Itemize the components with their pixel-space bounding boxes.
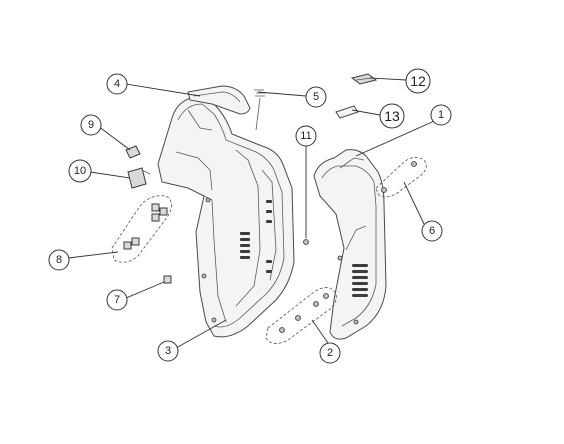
leader-lines	[67, 77, 442, 349]
svg-text:13: 13	[384, 108, 400, 124]
leader-8	[67, 251, 119, 259]
leader-5	[257, 91, 307, 97]
leader-10	[89, 171, 131, 179]
svg-text:2: 2	[327, 347, 333, 359]
callout-4: 4	[106, 73, 128, 95]
svg-text:5: 5	[313, 91, 319, 103]
svg-text:9: 9	[88, 119, 94, 131]
clip-part-7	[163, 275, 172, 284]
leader-12	[369, 77, 407, 81]
clip-part	[350, 73, 378, 85]
nut-part-9	[125, 145, 141, 159]
svg-text:11: 11	[300, 130, 311, 142]
callout-11: 11	[295, 125, 317, 147]
svg-text:7: 7	[114, 294, 120, 306]
rod-part	[335, 105, 359, 119]
svg-text:10: 10	[74, 165, 86, 177]
svg-text:4: 4	[114, 78, 120, 90]
callout-6: 6	[421, 220, 443, 242]
leader-7	[125, 281, 165, 299]
callout-1: 1	[430, 104, 452, 126]
screw-group-2	[265, 287, 337, 344]
leader-3	[175, 319, 227, 349]
side-cover-part	[313, 149, 387, 340]
callout-10: 10	[68, 159, 92, 183]
leader-2	[311, 319, 331, 347]
main-housing-part	[157, 95, 295, 338]
leader-6	[403, 181, 425, 225]
callout-12: 12	[405, 68, 431, 94]
leader-4	[125, 83, 201, 97]
leader-9	[97, 125, 131, 151]
leader-13	[351, 109, 381, 116]
svg-text:8: 8	[56, 254, 62, 266]
svg-text:6: 6	[429, 225, 435, 237]
connector-group-8	[111, 195, 172, 263]
callout-2: 2	[319, 342, 341, 364]
spring-pin-part	[254, 89, 266, 131]
svg-text:12: 12	[410, 73, 426, 89]
screw-group-6	[375, 157, 427, 198]
svg-text:3: 3	[165, 345, 171, 357]
callout-7: 7	[106, 289, 128, 311]
leader-1	[355, 117, 442, 157]
callout-5: 5	[305, 86, 327, 108]
callout-8: 8	[48, 249, 70, 271]
svg-text:1: 1	[438, 109, 444, 121]
screw-part-11	[303, 239, 309, 245]
handle-cover-part	[187, 85, 251, 115]
callout-13: 13	[379, 103, 405, 129]
callout-3: 3	[157, 340, 179, 362]
switch-part-10	[127, 167, 151, 189]
callout-9: 9	[80, 114, 102, 136]
